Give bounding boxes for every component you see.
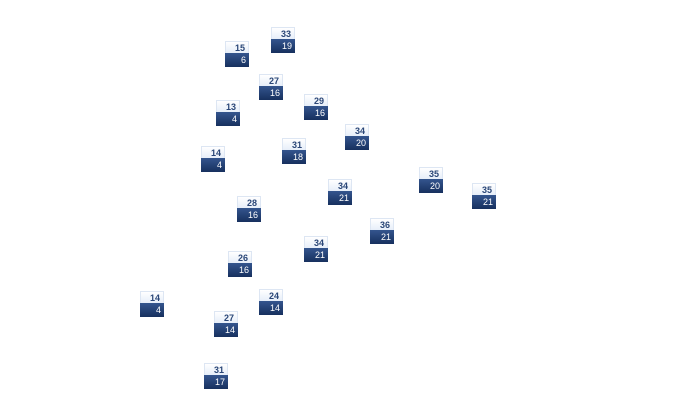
tile-bottom-value: 4: [140, 303, 164, 317]
tile-bottom-value: 16: [237, 208, 261, 222]
tile-top-value: 34: [345, 124, 369, 136]
tile-top-value: 31: [282, 138, 306, 150]
tile-top-value: 28: [237, 196, 261, 208]
tile-bottom-value: 14: [214, 323, 238, 337]
tile-top-value: 33: [271, 27, 295, 39]
tile-bottom-value: 21: [370, 230, 394, 244]
tile-bottom-value: 20: [345, 136, 369, 150]
tile-top-value: 14: [140, 291, 164, 303]
tile-bottom-value: 17: [204, 375, 228, 389]
tile-bottom-value: 6: [225, 53, 249, 67]
tile-bottom-value: 21: [328, 191, 352, 205]
tile-bottom-value: 20: [419, 179, 443, 193]
tile-top-value: 29: [304, 94, 328, 106]
tile-top-value: 27: [214, 311, 238, 323]
tile-bottom-value: 16: [228, 263, 252, 277]
tile-bottom-value: 19: [271, 39, 295, 53]
tile-bottom-value: 21: [472, 195, 496, 209]
tile-bottom-value: 14: [259, 301, 283, 315]
tile-bottom-value: 4: [201, 158, 225, 172]
tile-bottom-value: 16: [259, 86, 283, 100]
tile-top-value: 13: [216, 100, 240, 112]
tile-top-value: 27: [259, 74, 283, 86]
tile-top-value: 24: [259, 289, 283, 301]
tile-top-value: 15: [225, 41, 249, 53]
tile-bottom-value: 16: [304, 106, 328, 120]
tile-top-value: 34: [328, 179, 352, 191]
tile-top-value: 36: [370, 218, 394, 230]
tile-bottom-value: 18: [282, 150, 306, 164]
tile-bottom-value: 4: [216, 112, 240, 126]
tile-top-value: 35: [472, 183, 496, 195]
tile-top-value: 34: [304, 236, 328, 248]
tile-top-value: 14: [201, 146, 225, 158]
tile-top-value: 31: [204, 363, 228, 375]
tile-top-value: 35: [419, 167, 443, 179]
tile-top-value: 26: [228, 251, 252, 263]
tile-bottom-value: 21: [304, 248, 328, 262]
